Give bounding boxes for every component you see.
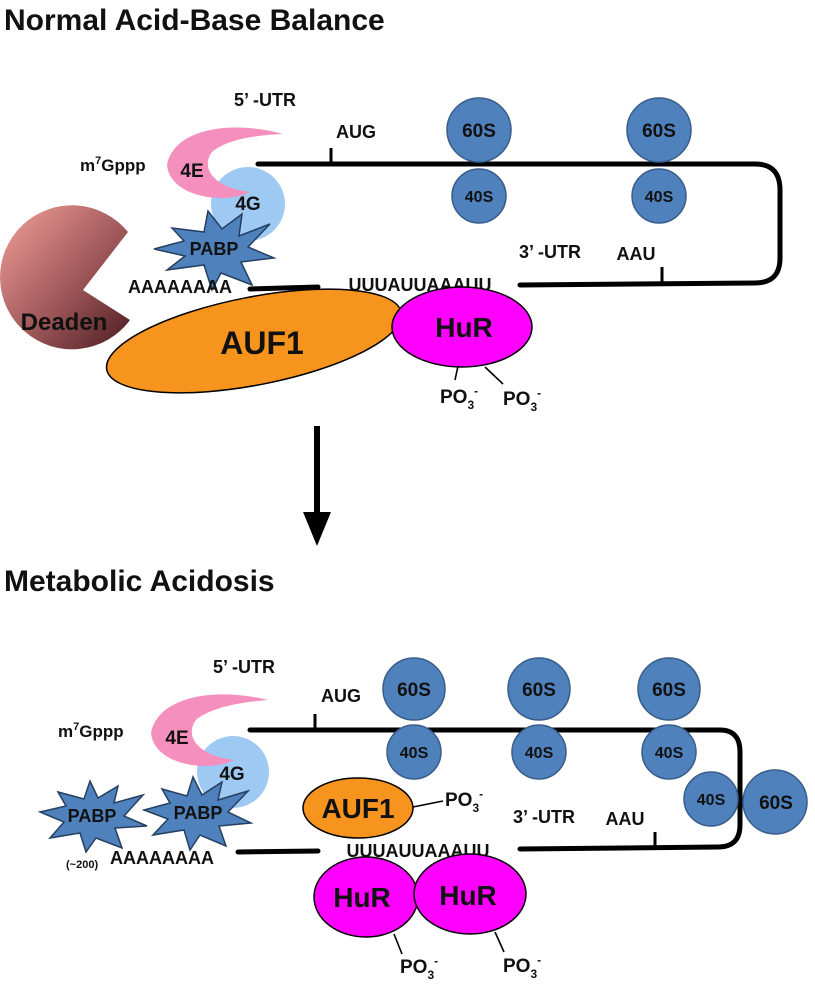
ribosome-40s-label: 40S <box>645 189 674 206</box>
hur-label-bottom-1: HuR <box>333 882 391 913</box>
ribosome-60s <box>637 657 701 721</box>
ribosome-40s <box>451 168 507 224</box>
polya-label-top: AAAAAAAA <box>128 277 232 297</box>
pabp-label: PABP <box>68 806 117 826</box>
phosphate-label-auf1: PO3- <box>445 787 483 815</box>
deaden-label: Deaden <box>21 309 108 336</box>
auf1-label-bottom: AUF1 <box>321 793 394 824</box>
transition-arrow <box>303 426 331 546</box>
ribosome-60s <box>446 97 512 163</box>
cap-label-bottom: m7Gppp <box>58 721 124 741</box>
ribosome-60s-label: 60S <box>522 680 556 701</box>
ribosome-40s <box>641 724 697 780</box>
phospho-link <box>454 365 459 381</box>
eif4e-shape <box>151 694 268 766</box>
ribosome-60s-label: 60S <box>642 121 676 142</box>
utr3-label-bottom: 3’ -UTR <box>513 807 575 827</box>
eif4e-shape <box>167 127 283 198</box>
auf1-shape <box>302 777 414 839</box>
phosphate-label-hur-1: PO3- <box>400 954 438 982</box>
phospho-link <box>412 800 444 808</box>
aug-label-bottom: AUG <box>321 686 361 706</box>
title-normal: Normal Acid-Base Balance <box>4 4 385 37</box>
ribosome-60s-label: 60S <box>462 121 496 142</box>
ribosome-bottom-3: 60S 40S <box>637 657 701 780</box>
ribosome-bottom-4: 40S 60S <box>683 769 808 835</box>
hur-label-bottom-2: HuR <box>439 880 497 911</box>
eif4e-label: 4E <box>180 161 203 182</box>
phosphate-label-top-2: PO3- <box>503 386 541 414</box>
ribosome-40s-label: 40S <box>697 792 726 809</box>
ribosome-40s <box>511 724 567 780</box>
pabp-label: PABP <box>190 239 239 259</box>
auf1-label-top: AUF1 <box>220 325 304 361</box>
pabp-shape <box>153 209 277 292</box>
ribosome-60s <box>507 657 571 721</box>
ribosome-40s-label: 40S <box>465 189 494 206</box>
ribosome-60s-label: 60S <box>759 793 793 814</box>
hur-shape <box>413 853 527 935</box>
ribosome-60s-label: 60S <box>397 680 431 701</box>
ribosome-bottom-2: 60S 40S <box>507 657 571 780</box>
aug-label-top: AUG <box>336 122 376 142</box>
hur-label-top: HuR <box>435 312 493 343</box>
deadenylase-shape <box>0 205 130 350</box>
phospho-link <box>393 933 403 955</box>
pabp-shape <box>37 778 148 854</box>
ribosome-40s <box>631 168 687 224</box>
ribosome-60s <box>742 769 808 835</box>
phosphate-label-hur-2: PO3- <box>503 953 541 981</box>
utr3-label-top: 3’ -UTR <box>519 242 581 262</box>
pabp-shape <box>141 775 254 852</box>
title-acidosis: Metabolic Acidosis <box>4 565 275 598</box>
ribosome-60s <box>626 97 692 163</box>
pabp-bottom-2: PABP <box>141 775 254 852</box>
ribosome-40s-label: 40S <box>400 745 429 762</box>
cap-label-top: m7Gppp <box>80 155 146 175</box>
polya-length-label: (~200) <box>66 859 98 871</box>
mrna-strand-bottom <box>235 727 743 855</box>
eif4e-label: 4E <box>165 728 188 749</box>
ribosome-top-2: 60S 40S <box>626 97 692 224</box>
eif4g-label: 4G <box>219 764 244 785</box>
ribosome-40s <box>683 771 739 827</box>
phosphate-label-top-1: PO3- <box>440 384 478 412</box>
pabp-bottom-1: PABP <box>37 778 148 854</box>
aau-label-top: AAU <box>617 244 656 264</box>
mrna-strand-top <box>247 161 783 292</box>
eif4g-label: 4G <box>235 194 260 215</box>
ribosome-60s <box>382 657 446 721</box>
aau-label-bottom: AAU <box>606 809 645 829</box>
hur-shape <box>391 286 533 368</box>
ribosome-bottom-1: 60S 40S <box>382 657 446 780</box>
phospho-link <box>484 366 504 385</box>
phospho-link <box>494 931 505 953</box>
ribosome-40s-label: 40S <box>655 745 684 762</box>
pabp-label: PABP <box>174 803 223 823</box>
ribosome-top-1: 60S 40S <box>446 97 512 224</box>
polya-label-bottom: AAAAAAAA <box>110 848 214 868</box>
ribosome-40s-label: 40S <box>525 745 554 762</box>
ribosome-60s-label: 60S <box>652 680 686 701</box>
ribosome-40s <box>386 724 442 780</box>
utr5-label-top: 5’ -UTR <box>234 90 296 110</box>
utr5-label-bottom: 5’ -UTR <box>213 657 275 677</box>
